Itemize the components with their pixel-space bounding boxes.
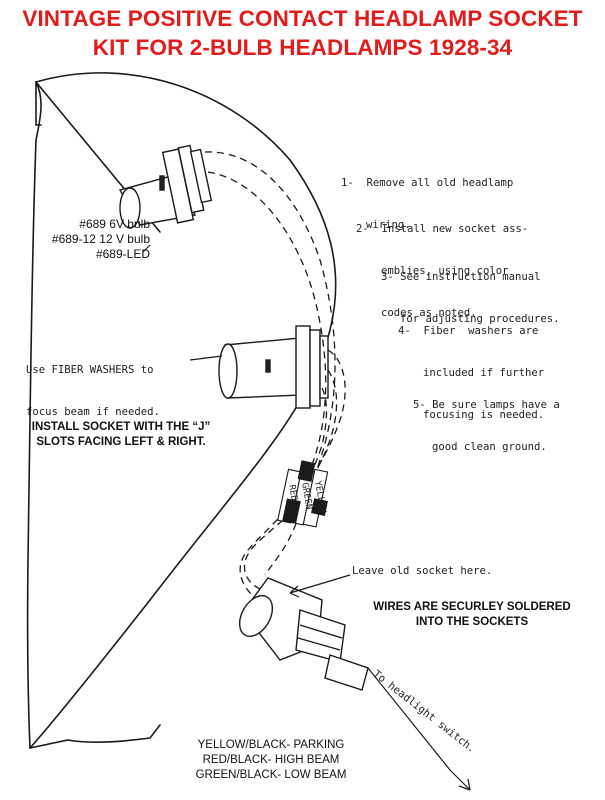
fiber-washer-note: Use FIBER WASHERS to focus beam if neede… [26, 364, 160, 418]
step-5: 5- Be sure lamps have a good clean groun… [413, 399, 560, 453]
solder-note: WIRES ARE SECURLEY SOLDERED INTO THE SOC… [373, 601, 571, 628]
bulb-list: #689 6V bulb #689-12 12 V bulb #689-LED [2, 217, 150, 262]
upper-socket [118, 144, 213, 253]
step-number: 4- [398, 325, 411, 337]
legend-low-beam: GREEN/BLACK- LOW BEAM [195, 769, 347, 781]
step-3: 3- See instruction manual for adjusting … [381, 271, 560, 325]
middle-socket [218, 325, 329, 409]
step-number: 1- [341, 177, 354, 189]
install-socket-note: INSTALL SOCKET WITH THE “J” SLOTS FACING… [31, 421, 211, 448]
bulb-led: #689-LED [95, 247, 150, 261]
page-title-line-2: KIT FOR 2-BULB HEADLAMPS 1928-34 [92, 35, 513, 60]
legend-high-beam: RED/BLACK- HIGH BEAM [202, 754, 340, 766]
step-number: 3- [381, 271, 394, 283]
step-4: 4- Fiber washers are included if further… [398, 325, 545, 421]
bulb-12v: #689-12 12 V bulb [51, 232, 150, 246]
legend-parking: YELLOW/BLACK- PARKING [197, 739, 345, 751]
step-number: 2- [356, 223, 369, 235]
page-title-line-1: VINTAGE POSITIVE CONTACT HEADLAMP SOCKET [22, 6, 583, 31]
bulb-6v: #689 6V bulb [79, 217, 150, 231]
pointer-arrows [189, 355, 471, 791]
wire-color-legend: YELLOW/BLACK- PARKING RED/BLACK- HIGH BE… [166, 738, 376, 783]
step-2: 2- Install new socket ass- emblies, usin… [356, 223, 529, 319]
wire-color-tags [277, 460, 329, 528]
step-number: 5- [413, 399, 426, 411]
old-socket-housing [238, 577, 369, 691]
old-socket-note: Leave old socket here. [352, 565, 493, 577]
step-1: 1- Remove all old headlamp wiring. [341, 177, 514, 231]
